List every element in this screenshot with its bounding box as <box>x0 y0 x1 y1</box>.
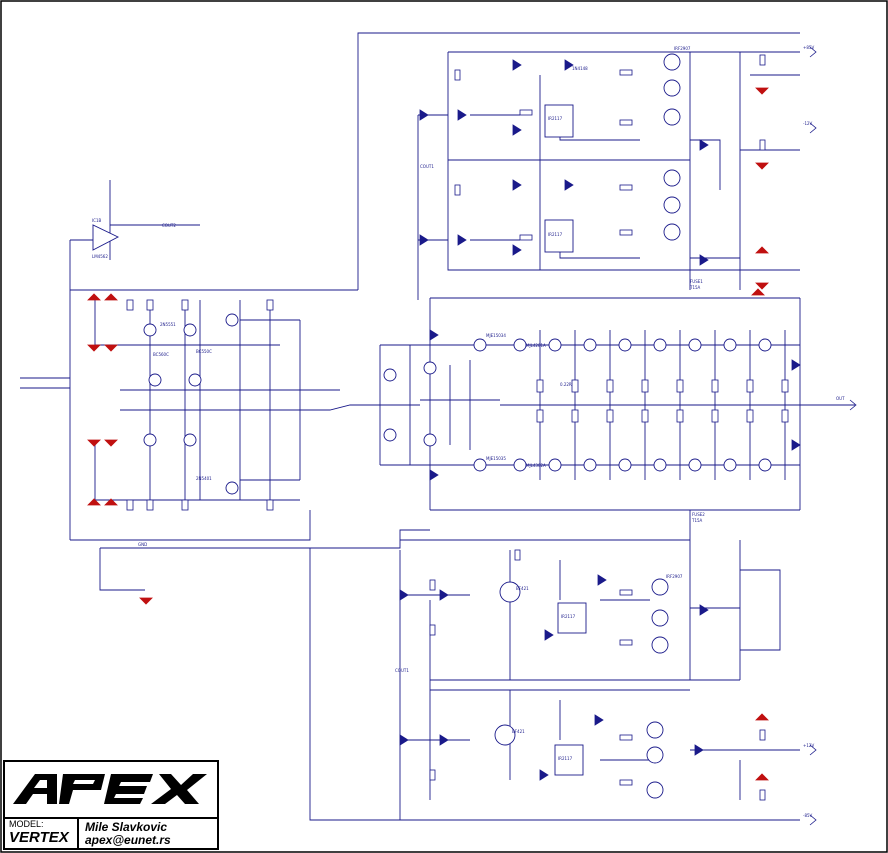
resistors <box>126 54 789 801</box>
label-rail-12-neg: -12V <box>803 121 813 126</box>
label-ic1b: IC1B <box>92 218 102 223</box>
wires <box>20 32 855 821</box>
mosfets <box>646 53 681 799</box>
ic-drivers <box>92 104 587 776</box>
label-rail-12-pos: +12V <box>803 743 814 748</box>
mosfet-q3 <box>663 108 681 126</box>
label-out-pnp: MJL4302A <box>526 463 546 468</box>
schematic-labels: IC1B LM4562 COUT2 GND COUT1 COUT1 OUT FU… <box>92 45 845 818</box>
label-pre-q4: BC550C <box>196 349 212 354</box>
mosfet-q7 <box>651 578 669 596</box>
label-fuse2: FUSE2 <box>692 512 705 517</box>
title-divider <box>77 817 79 848</box>
label-fuse1-value: T15A <box>689 285 701 290</box>
label-zener: 1N4148 <box>572 66 588 71</box>
author-name: Mile Slavkovic <box>85 820 168 834</box>
mosfet-q10 <box>646 721 664 739</box>
arrow-terminals <box>809 46 857 826</box>
mosfet-q5 <box>663 196 681 214</box>
label-fuse2-value: T15A <box>691 518 703 523</box>
label-driver-4: IR2117 <box>558 756 573 761</box>
label-out-npn: MJL4281A <box>526 343 546 348</box>
label-driver-3: IR2117 <box>561 614 576 619</box>
label-cout1-top: COUT1 <box>420 164 434 169</box>
mosfet-q11 <box>646 746 664 764</box>
mosfet-q2 <box>663 79 681 97</box>
label-driver-1: IR2117 <box>548 116 563 121</box>
mosfet-q4 <box>663 169 681 187</box>
label-bjt-small2: BF421 <box>512 729 525 734</box>
mosfet-q12 <box>646 781 664 799</box>
label-fuse1: FUSE1 <box>690 279 703 284</box>
title-block: MODEL: VERTEX Mile Slavkovic apex@eunet.… <box>3 760 219 850</box>
ic-driver-3 <box>557 602 587 634</box>
model-label: MODEL: <box>9 819 44 829</box>
label-pre-q1: 2N5551 <box>160 322 176 327</box>
label-output: OUT <box>836 396 845 401</box>
ic-driver-2 <box>544 219 574 253</box>
output-transistors <box>143 313 772 746</box>
label-mosfet-top: IRF2907 <box>674 46 691 51</box>
label-mosfet-bottom: IRF2907 <box>666 574 683 579</box>
label-res-emitter: 0.22R <box>560 382 572 387</box>
mosfet-q8 <box>651 609 669 627</box>
label-rail-neg-in: -85V <box>803 813 813 818</box>
diodes <box>399 59 801 781</box>
model-name: VERTEX <box>9 829 69 846</box>
label-driver-2: IR2117 <box>548 232 563 237</box>
ic-driver-4 <box>554 744 584 776</box>
mosfet-q9 <box>651 636 669 654</box>
label-bjt-small: BF421 <box>516 586 529 591</box>
label-driver-q: MJE15034 <box>486 333 506 338</box>
label-cout1-bottom: COUT1 <box>395 668 409 673</box>
label-rail-pos-in: +85V <box>803 45 814 50</box>
label-driver-q2: MJE15035 <box>486 456 506 461</box>
mosfet-q6 <box>663 223 681 241</box>
logo-area <box>5 762 217 819</box>
apex-logo <box>13 774 207 804</box>
opamp-symbol <box>92 224 120 251</box>
label-opamp-part: LM4562 <box>92 254 108 259</box>
label-pre-q2: 2N5401 <box>196 476 212 481</box>
label-cout2: COUT2 <box>162 223 176 228</box>
label-pre-q3: BC560C <box>153 352 169 357</box>
power-symbols <box>87 87 769 781</box>
ic-driver-1 <box>544 104 574 138</box>
author-email: apex@eunet.rs <box>85 833 171 847</box>
label-gnd: GND <box>138 542 147 547</box>
mosfet-q1 <box>663 53 681 71</box>
